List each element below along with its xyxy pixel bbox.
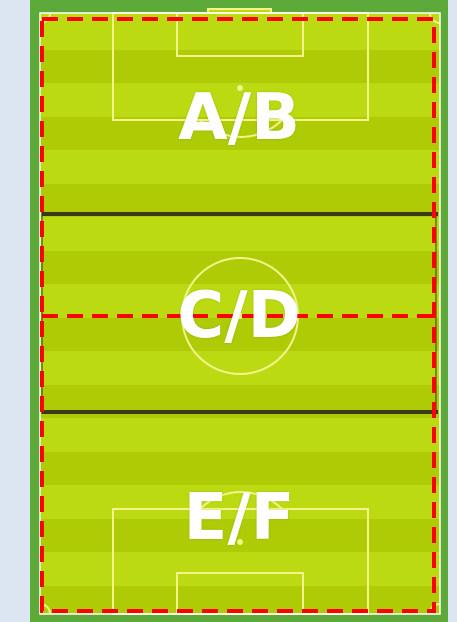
zone-divider-bottom [42,410,438,414]
zone-divider-top [42,212,438,216]
zone-label-cd: C/D [30,284,448,348]
pitch-diagram: A/B C/D E/F [30,0,448,622]
zone-label-ab: A/B [30,86,448,150]
zone-label-ef: E/F [30,486,448,550]
